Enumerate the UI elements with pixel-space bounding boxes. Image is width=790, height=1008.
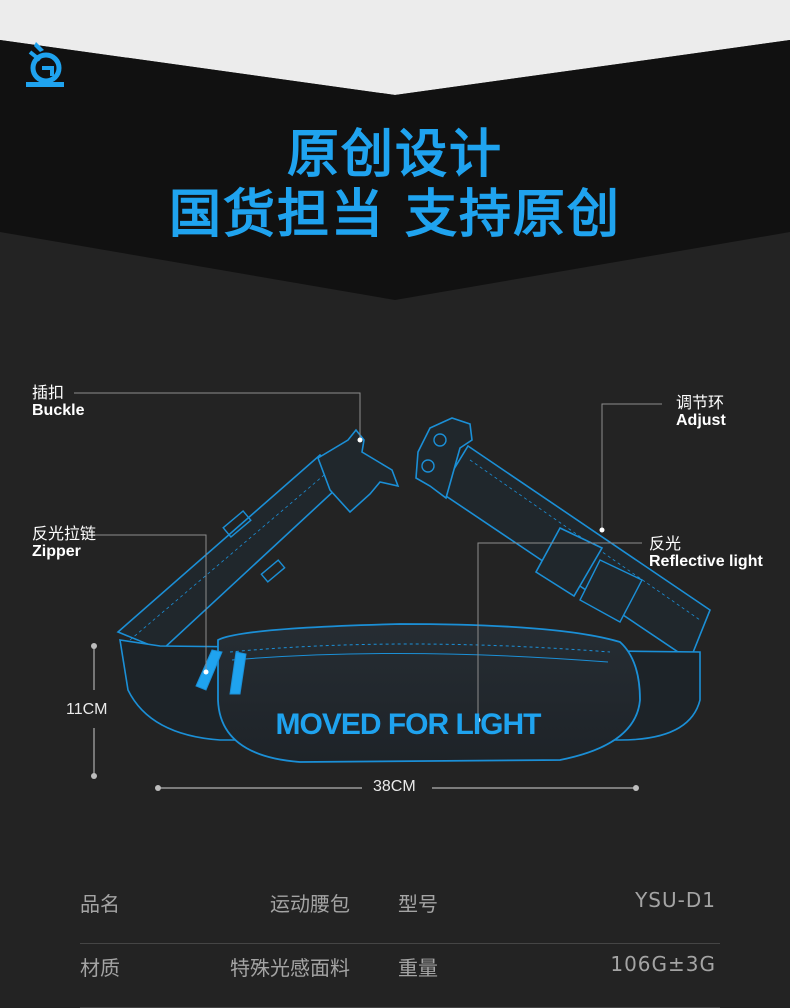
waist-bag-illustration: MOVED FOR LIGHT [74,392,711,791]
zipper-label: 反光拉链 Zipper [32,524,97,562]
spec-key-material: 材质 [80,956,120,980]
row-divider [80,943,720,944]
height-dimension-label: 11CM [66,701,108,718]
buckle-label-cn: 插扣 [32,383,65,402]
reflective-label-en: Reflective light [649,553,763,571]
spec-value-model: YSU-D1 [635,888,716,912]
spec-table: 品名 运动腰包 型号 YSU-D1 材质 特殊光感面料 重量 106G±3G [80,880,720,1008]
spec-row: 品名 运动腰包 型号 YSU-D1 [80,880,720,944]
reflective-label: 反光 Reflective light [649,534,763,572]
callout-lines [74,392,662,720]
spec-row: 材质 特殊光感面料 重量 106G±3G [80,944,720,1008]
adjust-label-en: Adjust [676,412,726,430]
spec-value-weight: 106G±3G [610,952,716,976]
adjust-ring [534,526,604,598]
spec-key-model: 型号 [398,892,438,916]
spec-value-material: 特殊光感面料 [230,956,350,980]
brand-logo-icon [26,42,64,87]
adjust-label-cn: 调节环 [676,393,725,412]
reflective-label-cn: 反光 [649,534,682,553]
spec-value-name: 运动腰包 [270,892,350,916]
buckle-left [317,428,400,514]
zipper-label-en: Zipper [32,543,81,561]
spec-key-name: 品名 [80,892,120,916]
bag-pouch [217,623,641,763]
bag-print-text: MOVED FOR LIGHT [276,708,542,741]
buckle-label: 插扣 Buckle [32,383,85,421]
buckle-right [415,417,473,500]
zipper-pull-left [195,649,223,691]
left-strap [116,453,352,651]
page-title-line1: 原创设计 [286,125,503,185]
buckle-label-en: Buckle [32,402,85,420]
width-dimension-label: 38CM [373,778,416,795]
spec-key-weight: 重量 [398,956,438,980]
adjust-label: 调节环 Adjust [676,393,726,431]
zipper-label-cn: 反光拉链 [32,524,97,543]
page-title-line2: 国货担当 支持原创 [168,185,622,245]
dimension-markers [93,646,636,789]
top-chevron [0,0,790,95]
zipper-pull-right [229,651,247,695]
header-band [0,0,790,300]
dark-banner [0,40,790,300]
